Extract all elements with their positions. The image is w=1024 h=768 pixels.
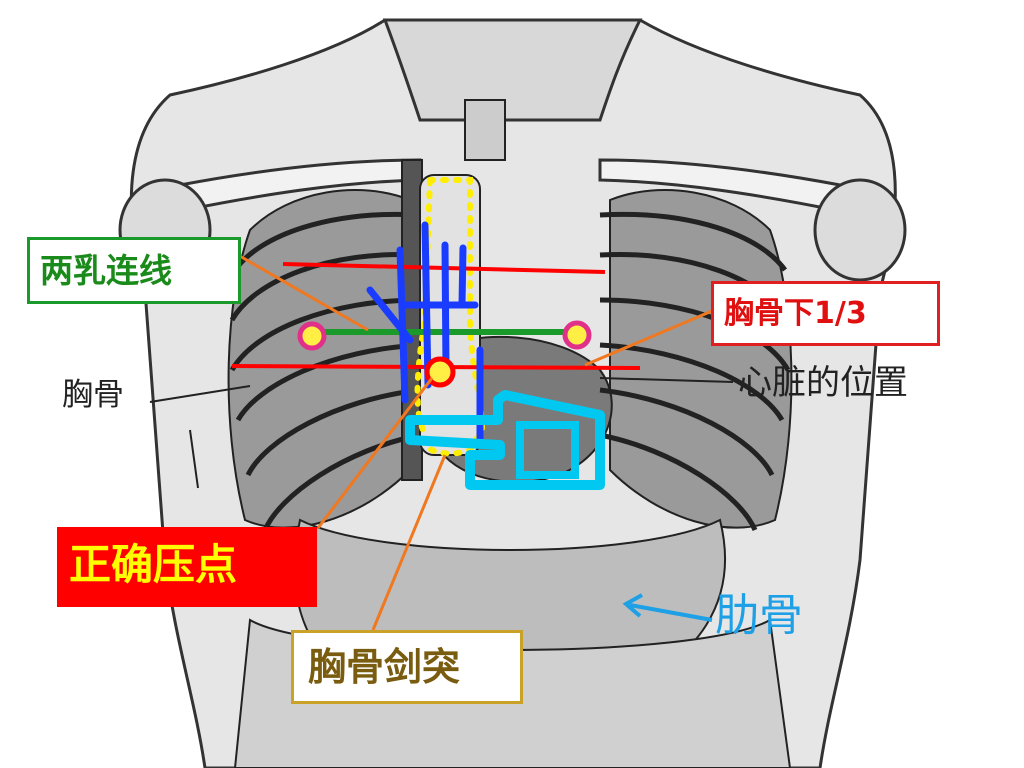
palm-box <box>516 421 579 479</box>
left-nipple-marker <box>297 321 327 351</box>
sternum-lower-third-label: 胸骨下1/3 <box>711 281 940 346</box>
rib-arrow <box>622 593 713 622</box>
hand-outline <box>405 390 605 490</box>
press-point-marker <box>424 356 456 388</box>
sternum-label: 胸骨 <box>62 377 124 413</box>
neck <box>382 18 643 122</box>
pointer-lines <box>237 253 713 631</box>
nipple-line-label: 两乳连线 <box>27 237 241 304</box>
heart-position-label: 心脏的位置 <box>738 363 908 403</box>
rib-label: 肋骨 <box>715 590 803 641</box>
correct-press-point-label: 正确压点 <box>57 527 317 607</box>
black-pointer-lines <box>149 377 734 489</box>
right-nipple-marker <box>562 320 592 350</box>
sternum-outline <box>414 177 486 457</box>
fingers <box>366 221 484 444</box>
xiphoid-label: 胸骨剑突 <box>291 630 523 704</box>
ribs <box>229 211 791 532</box>
